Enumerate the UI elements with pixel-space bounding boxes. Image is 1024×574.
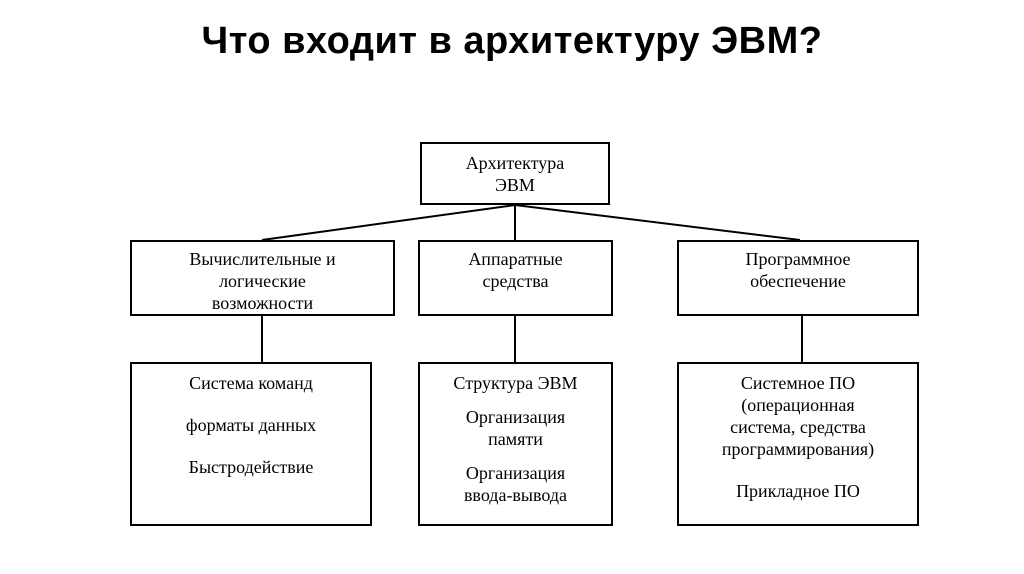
box-hardware-line1: Аппаратные <box>468 249 563 269</box>
item-computer-structure: Структура ЭВМ <box>453 373 578 393</box>
box-hardware-line2: средства <box>482 271 549 291</box>
item-performance: Быстродействие <box>188 457 314 477</box>
root-line2: ЭВМ <box>495 174 535 195</box>
box-commands-formats-speed: Система команд форматы данных Быстродейс… <box>130 362 372 526</box>
box-computational-line1: Вычислительные и <box>189 249 336 269</box>
item-io-org-line2: ввода-вывода <box>463 485 568 505</box>
item-io-org-line1: Организация <box>465 463 566 483</box>
box-hardware: Аппаратные средства <box>418 240 613 316</box>
item-system-software-detail3: программирования) <box>721 439 875 459</box>
box-software-line2: обеспечение <box>750 271 846 291</box>
root-box-architecture: Архитектура ЭВМ <box>420 142 610 205</box>
box-software: Программное обеспечение <box>677 240 919 316</box>
box-structure-memory-io: Структура ЭВМ Организация памяти Организ… <box>418 362 613 526</box>
item-system-software-detail1: (операционная <box>741 395 855 415</box>
item-data-formats: форматы данных <box>185 415 317 435</box>
root-line1: Архитектура <box>465 152 565 173</box>
box-computational-capabilities: Вычислительные и логические возможности <box>130 240 395 316</box>
item-command-system: Система команд <box>189 373 313 393</box>
item-system-software-detail2: система, средства <box>730 417 866 437</box>
box-system-applied-software: Системное ПО (операционная система, сред… <box>677 362 919 526</box>
item-memory-org-line1: Организация <box>465 407 566 427</box>
box-computational-line3: возможности <box>211 293 314 313</box>
box-software-line1: Программное <box>745 249 851 269</box>
connector-root-right <box>514 204 801 241</box>
item-memory-org-line2: памяти <box>488 429 543 449</box>
page-title: Что входит в архитектуру ЭВМ? <box>201 20 823 62</box>
connector-root-left <box>261 204 516 241</box>
item-applied-software: Прикладное ПО <box>736 481 860 501</box>
item-system-software: Системное ПО <box>740 373 856 393</box>
box-computational-line2: логические <box>219 271 306 291</box>
